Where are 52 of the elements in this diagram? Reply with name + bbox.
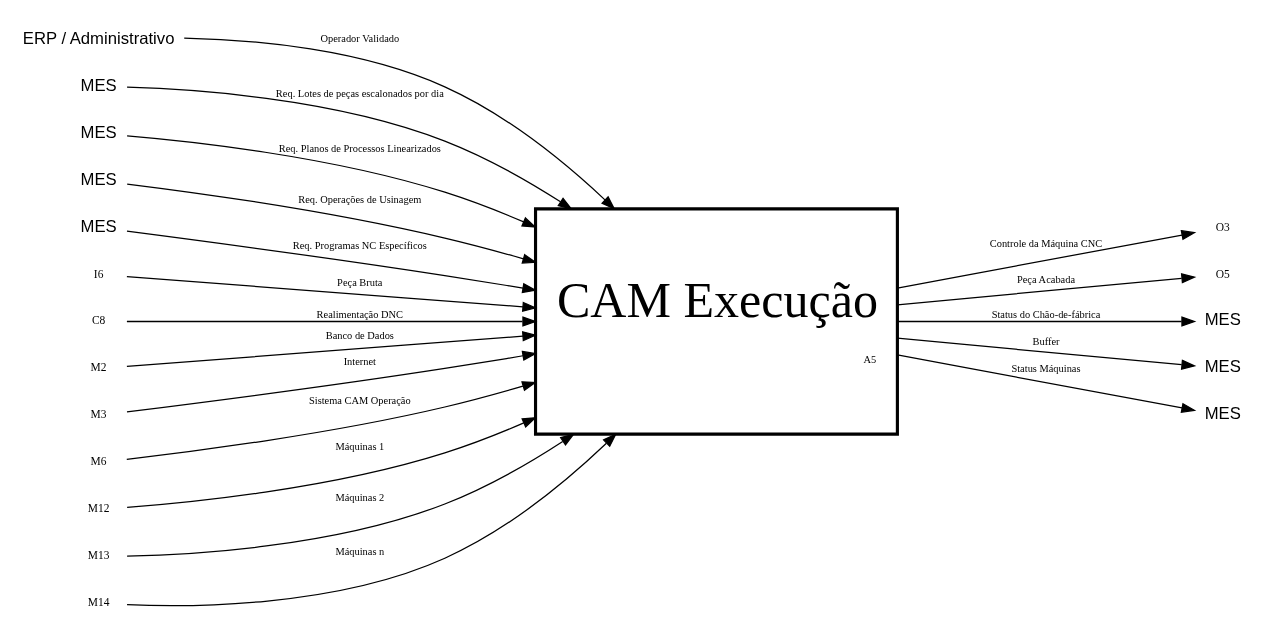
node-text: ERP / Administrativo: [22, 28, 175, 48]
node-text: MES: [1204, 404, 1241, 424]
arrow: [126, 433, 576, 557]
node-text: MES: [1204, 310, 1241, 330]
node-text: M14: [87, 595, 110, 608]
node-text: M13: [87, 549, 110, 562]
edge-label: Máquinas 1: [335, 440, 385, 452]
arrow: [896, 337, 1197, 370]
node-text: M3: [90, 408, 107, 421]
node-text: MES: [80, 169, 117, 189]
arrow: [126, 135, 537, 228]
node-text: M6: [90, 455, 107, 468]
node-text: O5: [1215, 267, 1230, 280]
arrow: [183, 37, 616, 210]
edge-label: Status do Chão-de-fábrica: [991, 309, 1101, 321]
arrow: [126, 230, 538, 294]
node-text: C8: [91, 314, 106, 327]
arrow: [896, 354, 1197, 414]
edge-label: Sistema CAM Operação: [308, 394, 411, 406]
arrow: [896, 316, 1197, 327]
node-text: M2: [90, 361, 107, 374]
edge-label: Operador Validado: [320, 33, 400, 45]
edge-label: Controle da Máquina CNC: [989, 238, 1103, 250]
edge-label: Req. Planos de Processos Linearizados: [278, 142, 441, 154]
edge-label: Peça Bruta: [337, 277, 383, 289]
edge-label: Req. Lotes de peças escalonados por dia: [275, 88, 444, 100]
arrow: [126, 433, 618, 607]
edge-label: Máquinas 2: [335, 491, 385, 503]
node-box: CAM Execução A5: [533, 207, 899, 436]
arrow: [126, 330, 538, 367]
edge-label: Req. Operações de Usinagem: [298, 193, 422, 205]
edge-label: Máquinas n: [335, 546, 385, 558]
edge-label: Peça Acabada: [1016, 273, 1076, 285]
arrow: [896, 229, 1197, 289]
arrow: [126, 350, 538, 413]
node-text: MES: [80, 75, 117, 95]
arrow: [896, 273, 1197, 306]
arrow: [126, 316, 538, 327]
edge-label: Banco de Dados: [325, 330, 394, 342]
node-text: MES: [1204, 357, 1241, 377]
arrow: [126, 183, 538, 264]
edge-label: Internet: [343, 356, 377, 368]
node-text: M12: [87, 502, 110, 515]
edge-label: Realimentação DNC: [316, 309, 404, 321]
node-text: MES: [80, 122, 117, 142]
node-text: O3: [1215, 220, 1230, 233]
node-text: MES: [80, 216, 117, 236]
edge-label: Req. Programas NC Específicos: [292, 239, 427, 251]
edge-label: Status Máquinas: [1011, 362, 1081, 374]
edge-label: Buffer: [1032, 336, 1060, 348]
arrow: [126, 86, 573, 210]
node-text: I6: [93, 267, 104, 280]
